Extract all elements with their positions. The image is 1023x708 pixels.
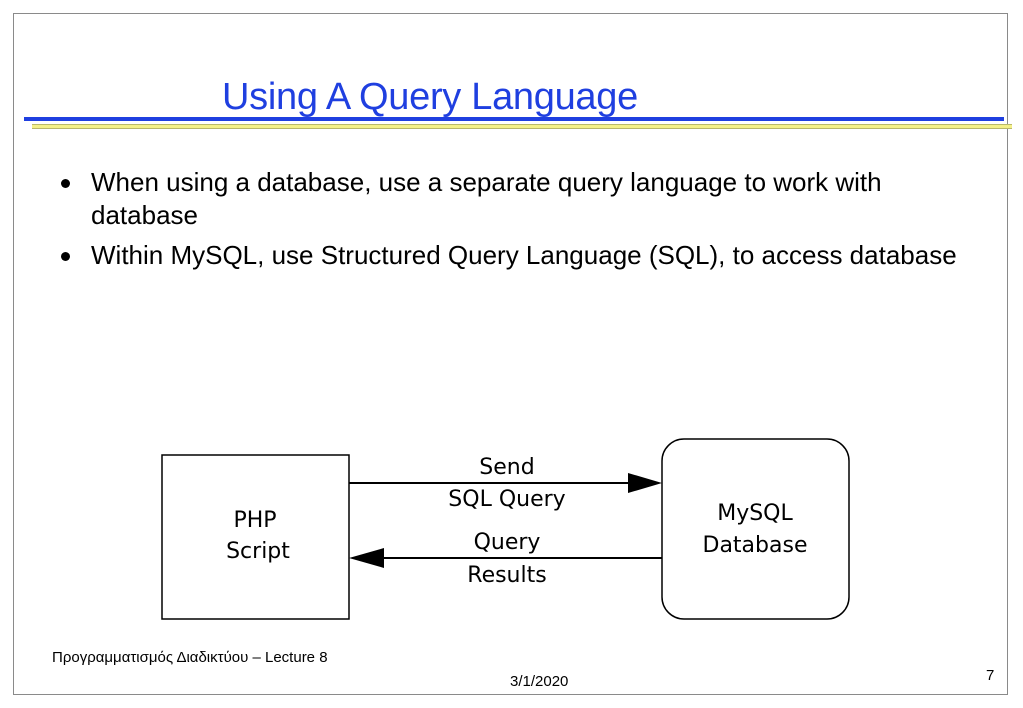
send-arrowhead-icon	[628, 473, 662, 493]
php-box-label-line2: Script	[226, 539, 290, 564]
bullet-text: When using a database, use a separate qu…	[91, 167, 882, 230]
slide-frame	[13, 13, 1008, 695]
results-label-line2: Results	[467, 563, 546, 588]
results-arrowhead-icon	[349, 548, 384, 568]
php-box-label-line1: PHP	[233, 508, 276, 533]
slide-title: Using A Query Language	[222, 76, 638, 118]
bullet-text: Within MySQL, use Structured Query Langu…	[91, 240, 957, 270]
footer-date: 3/1/2020	[510, 673, 569, 690]
bullet-list: When using a database, use a separate qu…	[58, 166, 988, 279]
bullet-dot-icon	[61, 179, 70, 188]
title-underline-blue	[24, 117, 1004, 121]
mysql-database-box	[661, 438, 850, 620]
php-script-box	[161, 454, 350, 620]
results-label-line1: Query	[474, 530, 541, 555]
bullet-item: Within MySQL, use Structured Query Langu…	[58, 239, 988, 272]
bullet-dot-icon	[61, 252, 70, 261]
page-number: 7	[986, 667, 995, 684]
send-label-line2: SQL Query	[448, 487, 565, 512]
db-box-label-line2: Database	[703, 533, 808, 558]
footer-course: Προγραμματισμός Διαδικτύου – Lecture 8	[52, 649, 328, 666]
send-label-line1: Send	[479, 455, 534, 480]
title-underline-yellow	[32, 124, 1012, 129]
db-box-label-line1: MySQL	[717, 501, 793, 526]
bullet-item: When using a database, use a separate qu…	[58, 166, 988, 232]
